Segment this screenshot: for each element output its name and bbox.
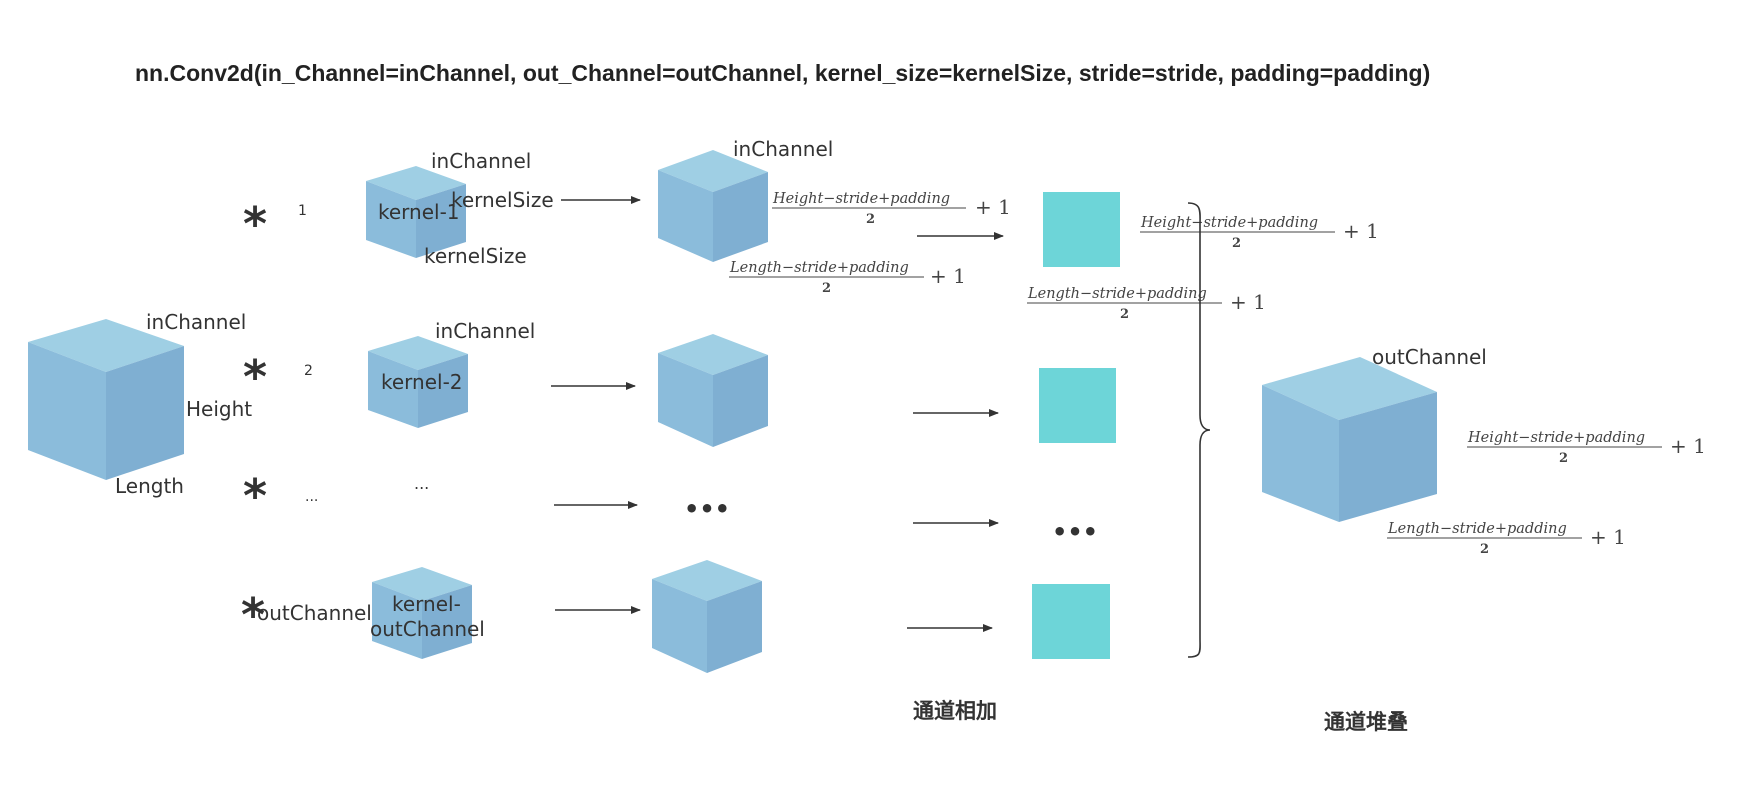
input-cube: [28, 319, 184, 480]
conv-operator-2: *: [243, 350, 267, 404]
kernel-cube-1: [366, 166, 466, 258]
svg-text:2: 2: [822, 281, 831, 296]
channel-sum-caption: 通道相加: [913, 699, 997, 723]
output-height-formula: Height−stride+padding 2 + 1: [1467, 430, 1706, 466]
stack-brace: [1187, 202, 1211, 658]
intermediate-ellipsis: •••: [684, 495, 730, 523]
output-length-formula: Length−stride+padding 2 + 1: [1387, 521, 1626, 557]
channel-stack-caption: 通道堆叠: [1324, 710, 1408, 734]
conv-operator-1: *: [243, 197, 267, 251]
kernel-4-name-line2: outChannel: [370, 617, 485, 641]
svg-text:Length−stride+padding: Length−stride+padding: [1387, 521, 1567, 537]
feature-square-1: [1043, 192, 1120, 267]
intermediate-cube-1: [658, 150, 768, 262]
output-channel-label: outChannel: [1372, 345, 1487, 369]
svg-text:+ 1: + 1: [1590, 525, 1626, 549]
summed-height-formula: Height−stride+padding 2 + 1: [1140, 215, 1379, 251]
svg-text:+ 1: + 1: [1343, 219, 1379, 243]
svg-text:+ 1: + 1: [1670, 434, 1706, 458]
kernel-cube-2: [368, 336, 468, 428]
svg-text:Height−stride+padding: Height−stride+padding: [772, 191, 950, 207]
svg-text:+ 1: + 1: [930, 264, 966, 288]
svg-text:Length−stride+padding: Length−stride+padding: [1027, 286, 1207, 302]
intermediate-height-formula: Height−stride+padding 2 + 1: [772, 191, 1011, 227]
svg-text:2: 2: [1120, 307, 1129, 322]
kernel-index-1: 1: [298, 203, 307, 219]
svg-text:+ 1: + 1: [1230, 290, 1266, 314]
intermediate-cube-2: [658, 334, 768, 447]
svg-text:Height−stride+padding: Height−stride+padding: [1140, 215, 1318, 231]
kernel-1-channel-label: inChannel: [431, 149, 531, 173]
kernel-4-name-line1: kernel-: [392, 592, 461, 616]
svg-text:2: 2: [1232, 236, 1241, 251]
feature-ellipsis: •••: [1052, 518, 1098, 546]
input-channel-label: inChannel: [146, 310, 246, 334]
svg-text:2: 2: [1480, 542, 1489, 557]
svg-text:Height−stride+padding: Height−stride+padding: [1467, 430, 1645, 446]
kernel-2-name: kernel-2: [381, 370, 463, 394]
conv-operator-4: *: [241, 588, 265, 642]
kernel-1-size-label-1: kernelSize: [451, 188, 554, 212]
intermediate-channel-label: inChannel: [733, 137, 833, 161]
feature-square-2: [1039, 368, 1116, 443]
svg-text:2: 2: [866, 212, 875, 227]
kernel-ellipsis: ...: [414, 474, 429, 493]
output-cube: [1262, 357, 1437, 522]
conv-operator-3: *: [243, 469, 267, 523]
title: nn.Conv2d(in_Channel=inChannel, out_Chan…: [135, 60, 1430, 86]
input-length-label: Length: [115, 474, 184, 498]
input-height-label: Height: [186, 397, 252, 421]
kernel-cube-4: [372, 567, 472, 659]
kernel-1-size-label-2: kernelSize: [424, 244, 527, 268]
intermediate-cube-4: [652, 560, 762, 673]
svg-text:2: 2: [1559, 451, 1568, 466]
svg-text:+ 1: + 1: [975, 195, 1011, 219]
kernel-index-3: ...: [305, 489, 318, 505]
feature-square-4: [1032, 584, 1110, 659]
intermediate-length-formula: Length−stride+padding 2 + 1: [729, 260, 966, 296]
kernel-2-channel-label: inChannel: [435, 319, 535, 343]
kernel-1-name: kernel-1: [378, 200, 460, 224]
svg-text:Length−stride+padding: Length−stride+padding: [729, 260, 909, 276]
kernel-index-2: 2: [304, 363, 313, 379]
kernel-index-4: outChannel: [257, 601, 372, 625]
summed-length-formula: Length−stride+padding 2 + 1: [1027, 286, 1266, 322]
